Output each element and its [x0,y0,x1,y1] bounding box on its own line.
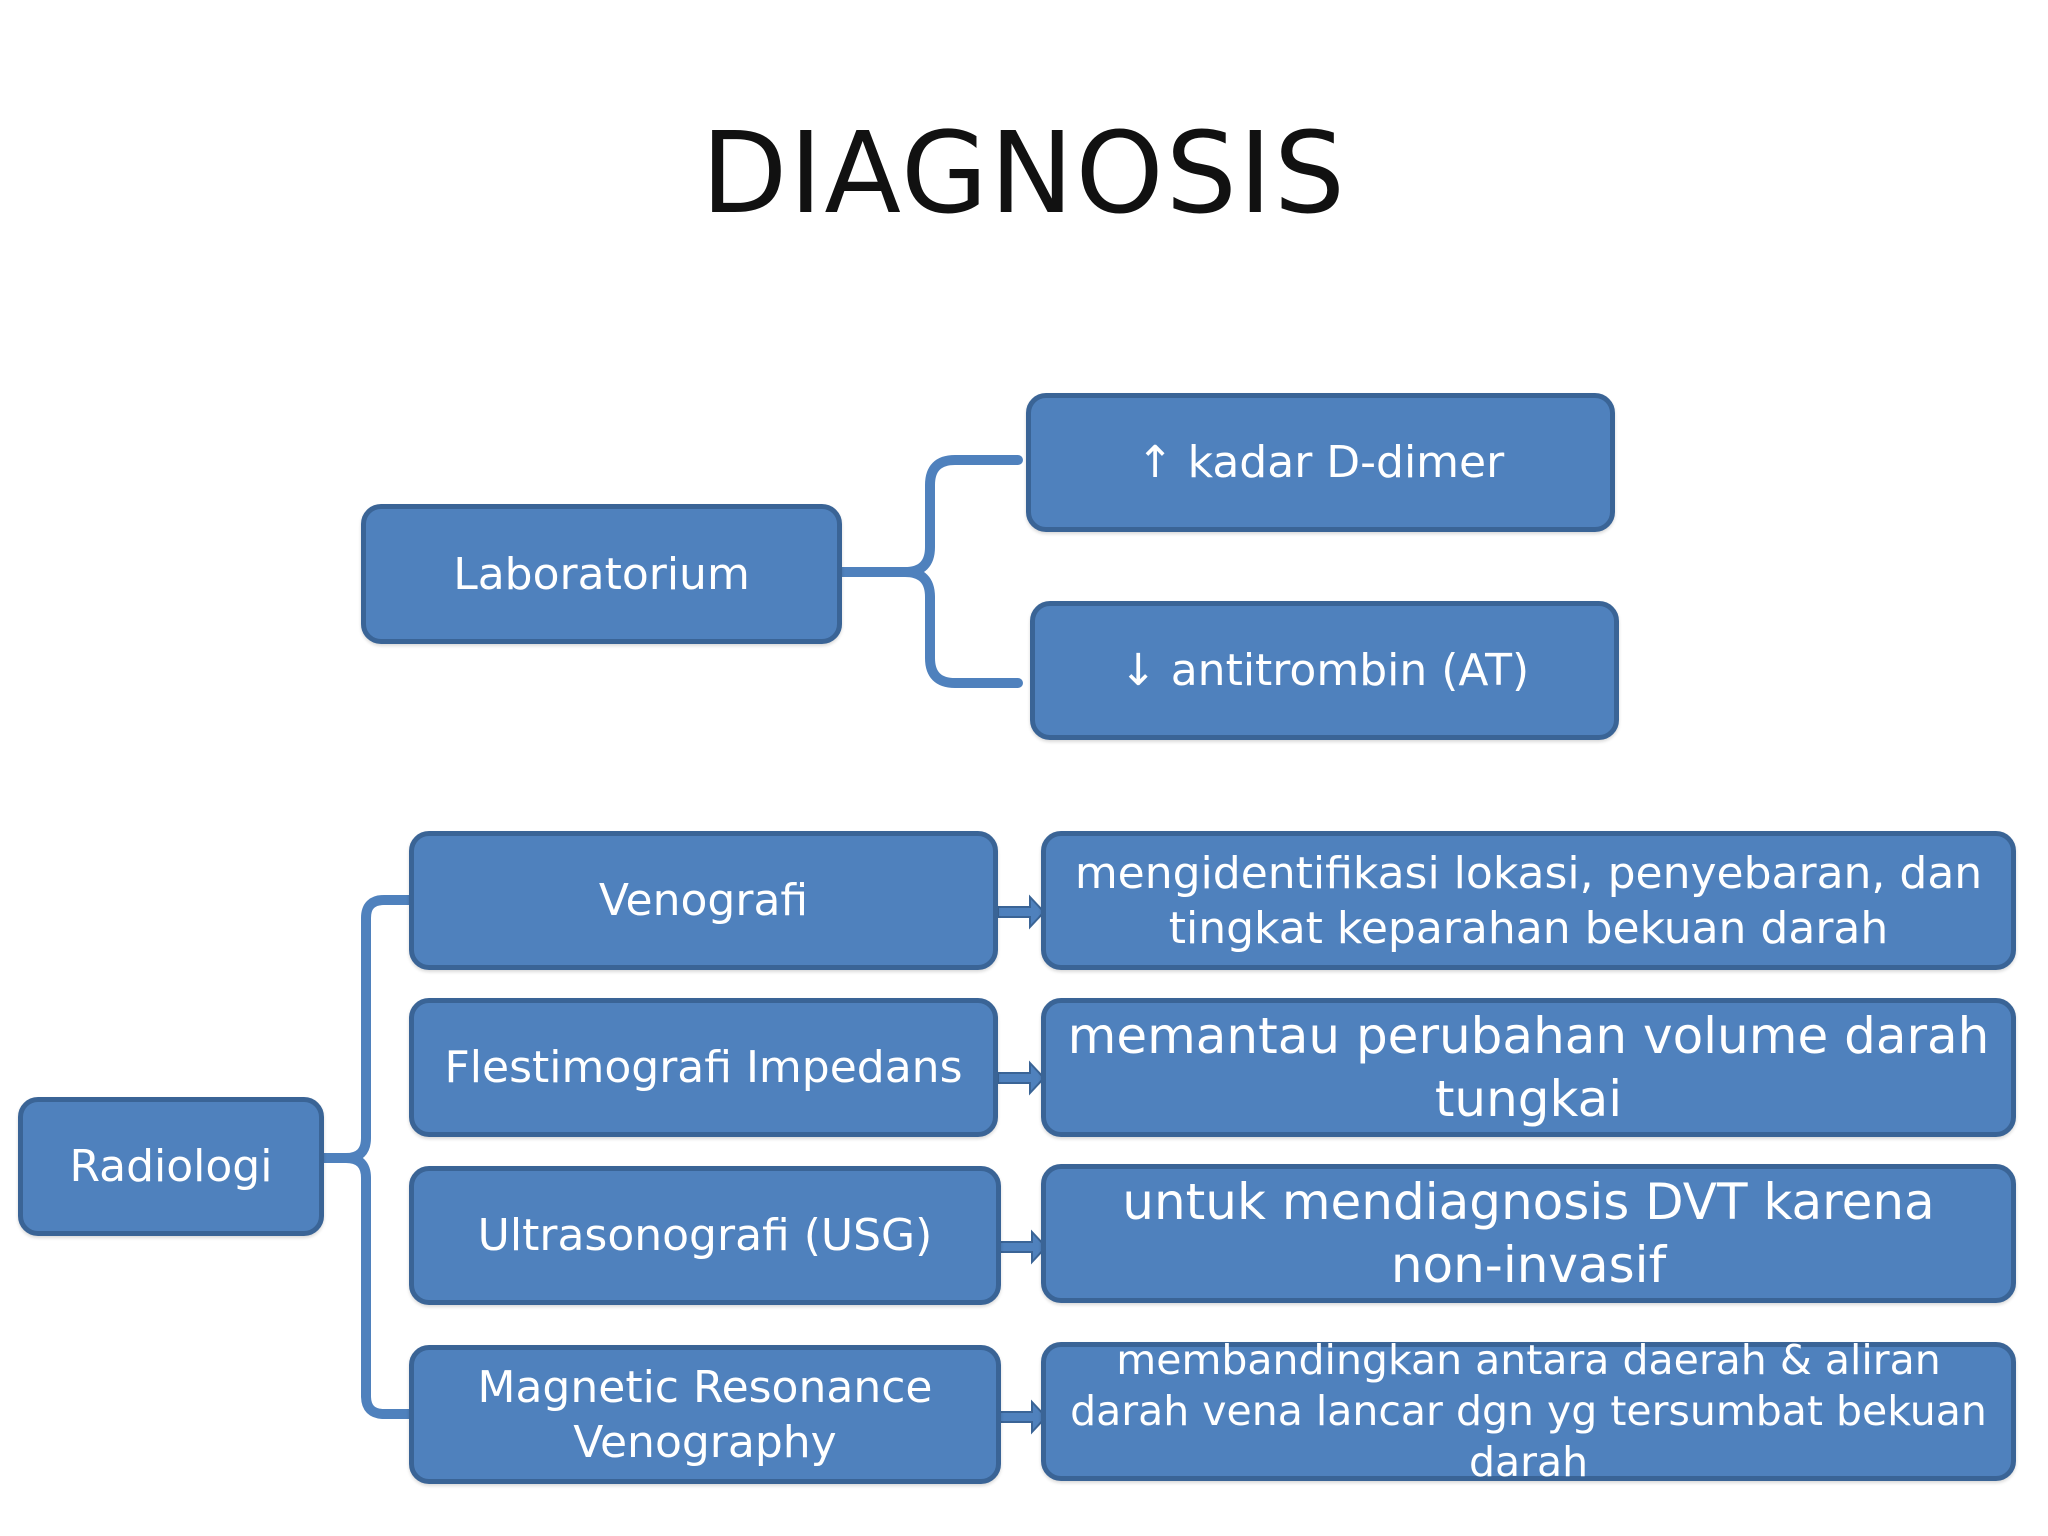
d-dimer-label: ↑ kadar D-dimer [1136,437,1505,488]
radiologi-box: Radiologi [18,1097,324,1236]
page-title: DIAGNOSIS [701,109,1347,239]
radiologi-bracket [341,1153,371,1183]
venografi-label: Venografi [598,875,809,926]
flestimografi-description-box: memantau perubahan volume darah tungkai [1041,998,2016,1137]
lab-bracket [925,592,1023,688]
venografi-description-box: mengidentifikasi lokasi, penyebaran, dan… [1041,831,2016,970]
usg-label: Ultrasonografi (USG) [477,1210,933,1261]
usg-description-box: untuk mendiagnosis DVT karena non-invasi… [1041,1164,2016,1303]
arrow-flestimografi [997,1060,1046,1096]
arrow-mrv [999,1399,1048,1435]
mrv-description: membandingkan antara daerah & aliran dar… [1070,1335,1987,1487]
laboratorium-box: Laboratorium [361,504,842,644]
lab-bracket [900,567,935,602]
radiologi-bracket [361,1173,415,1419]
arrow-usg [999,1229,1048,1265]
usg-description: untuk mendiagnosis DVT karena non-invasi… [1122,1173,1935,1294]
radiologi-bracket [319,895,415,1163]
flestimografi-description: memantau perubahan volume darah tungkai [1067,1007,1990,1128]
mrv-label: Magnetic Resonance Venography [477,1361,933,1468]
lab-bracket [837,455,1023,577]
d-dimer-box: ↑ kadar D-dimer [1026,393,1615,532]
laboratorium-label: Laboratorium [453,548,750,600]
arrow-venografi [997,894,1046,930]
venografi-box: Venografi [409,831,998,970]
mrv-box: Magnetic Resonance Venography [409,1345,1001,1484]
radiologi-label: Radiologi [69,1141,273,1192]
antitrombin-box: ↓ antitrombin (AT) [1030,601,1619,740]
venografi-description: mengidentifikasi lokasi, penyebaran, dan… [1074,847,1983,954]
flestimografi-box: Flestimografi Impedans [409,998,998,1137]
mrv-description-box: membandingkan antara daerah & aliran dar… [1041,1336,2016,1486]
flestimografi-label: Flestimografi Impedans [444,1042,963,1093]
usg-box: Ultrasonografi (USG) [409,1166,1001,1305]
antitrombin-label: ↓ antitrombin (AT) [1119,645,1530,696]
